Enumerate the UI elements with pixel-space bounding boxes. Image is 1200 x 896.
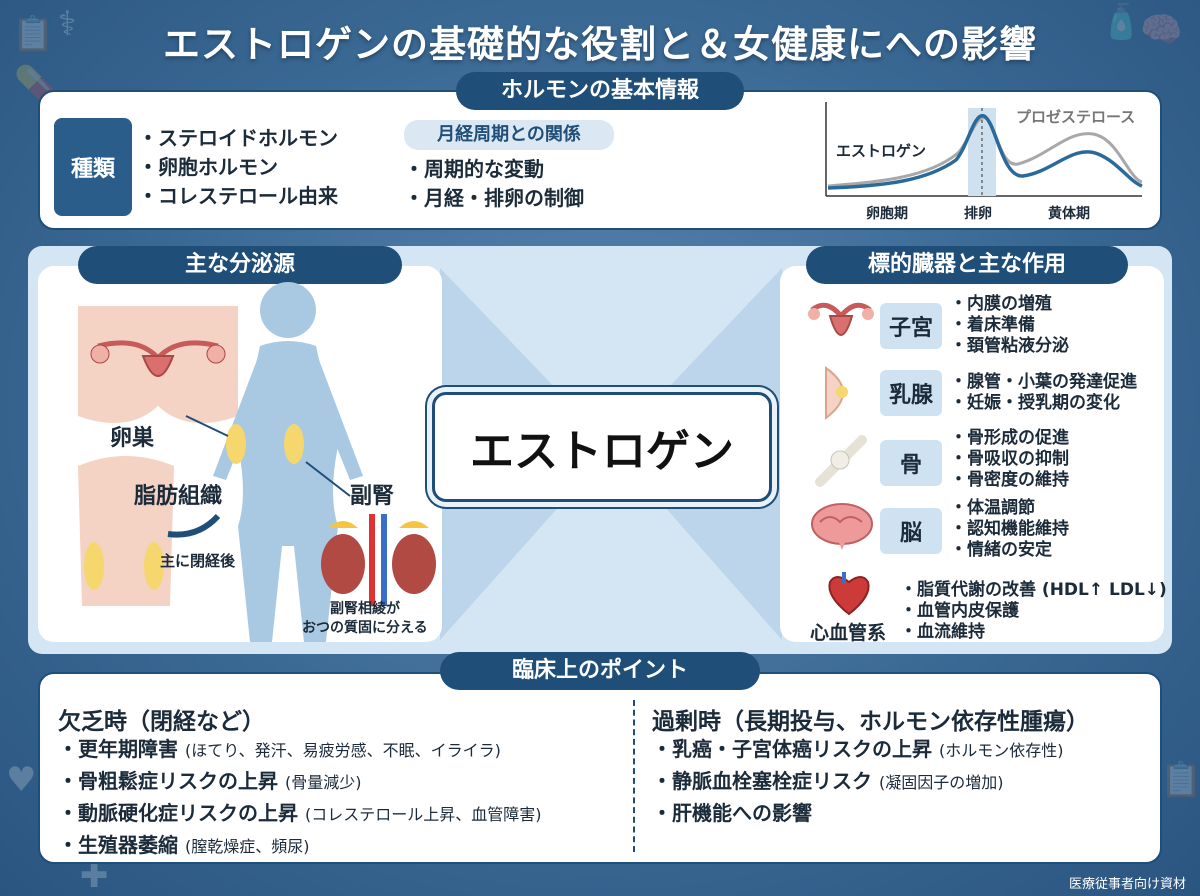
organ-label-uterus: 子宮 bbox=[880, 303, 942, 349]
excess-item: 肝機能への影響 bbox=[652, 798, 1063, 830]
effect-item: 血流維持 bbox=[900, 622, 1167, 643]
phase-label: 黄体期 bbox=[1048, 205, 1090, 222]
stethoscope-icon: ⚕ bbox=[58, 4, 77, 44]
uterus-shape bbox=[141, 355, 175, 377]
brain-effects: 体温調節 認知機能維持 情緒の安定 bbox=[950, 498, 1069, 561]
effect-item: 内膜の増殖 bbox=[950, 294, 1069, 315]
adrenal-highlight bbox=[284, 424, 304, 464]
excess-item: 乳癌・子宮体癌リスクの上昇 (ホルモン依存性) bbox=[652, 734, 1063, 766]
ovary-arrow bbox=[185, 415, 229, 437]
fat-highlight bbox=[144, 542, 164, 590]
deficiency-list: 更年期障害 (ほてり、発汗、易疲労感、不眠、イライラ) 骨粗鬆症リスクの上昇 (… bbox=[58, 734, 541, 862]
type-list: ステロイドホルモン 卵胞ホルモン コレステロール由来 bbox=[138, 124, 338, 211]
clinical-divider bbox=[633, 700, 635, 852]
effect-item: 血管内皮保護 bbox=[900, 601, 1167, 622]
sources-header: 主な分泌源 bbox=[78, 246, 402, 284]
organ-label-brain: 脳 bbox=[880, 508, 942, 554]
adrenal-label: 副腎 bbox=[350, 484, 395, 509]
excess-list: 乳癌・子宮体癌リスクの上昇 (ホルモン依存性) 静脈血栓塞栓症リスク (凝固因子… bbox=[652, 734, 1063, 830]
cycle-item: 周期的な変動 bbox=[404, 155, 584, 184]
fat-arrow bbox=[167, 513, 221, 538]
effect-item: 骨密度の維持 bbox=[950, 470, 1069, 491]
type-item: ステロイドホルモン bbox=[138, 124, 338, 153]
cardio-effects: 脂質代謝の改善 (HDL↑ LDL↓) 血管内皮保護 血流維持 bbox=[900, 580, 1167, 643]
adrenal-gland-right bbox=[399, 521, 429, 528]
type-item: 卵胞ホルモン bbox=[138, 153, 338, 182]
breast-icon bbox=[825, 366, 848, 421]
clinical-header: 臨床上のポイント bbox=[440, 652, 760, 690]
phase-label: 卵胞期 bbox=[866, 205, 908, 222]
clipboard-deco-icon: 📋 bbox=[1160, 760, 1200, 800]
heart-icon bbox=[828, 572, 870, 616]
brain-icon bbox=[811, 503, 873, 550]
deficiency-title: 欠乏時（閉経など） bbox=[58, 709, 265, 735]
uterus-icon bbox=[808, 302, 874, 336]
estrogen-label: エストロゲン bbox=[836, 142, 926, 160]
effect-item: 骨吸収の抑制 bbox=[950, 449, 1069, 470]
kidney-left bbox=[321, 534, 365, 594]
silhouette-head bbox=[260, 282, 316, 338]
targets-header: 標的臓器と主な作用 bbox=[806, 246, 1128, 284]
organ-label-cardio: 心血管系 bbox=[810, 622, 887, 644]
excess-title: 過剰時（長期投与、ホルモン依存性腫瘍） bbox=[652, 709, 1089, 735]
effect-item: 体温調節 bbox=[950, 498, 1069, 519]
fat-note: 主に閉経後 bbox=[160, 552, 236, 570]
fat-highlight bbox=[84, 542, 104, 590]
effect-item: 脂質代謝の改善 (HDL↑ LDL↓) bbox=[900, 580, 1167, 601]
clipboard-icon: 📋 bbox=[12, 14, 55, 54]
sources-illustration bbox=[78, 282, 436, 642]
silhouette-arm-right bbox=[312, 352, 363, 480]
effect-item: 情緒の安定 bbox=[950, 540, 1069, 561]
effect-item: 着床準備 bbox=[950, 315, 1069, 336]
organ-label-bone: 骨 bbox=[880, 440, 942, 486]
effect-item: 腺管・小葉の発達促進 bbox=[950, 372, 1137, 393]
breast-effects: 腺管・小葉の発達促進 妊娠・授乳期の変化 bbox=[950, 372, 1137, 414]
bottle-icon: 🧴 bbox=[1100, 2, 1143, 42]
adrenal-note-1: 副腎相綾が bbox=[330, 601, 400, 617]
bone-effects: 骨形成の促進 骨吸収の抑制 骨密度の維持 bbox=[950, 428, 1069, 491]
type-item: コレステロール由来 bbox=[138, 182, 338, 211]
adrenal-arrow bbox=[305, 461, 351, 497]
ovary-left bbox=[90, 344, 110, 364]
progesterone-label: プロゼステロース bbox=[1016, 108, 1135, 126]
phase-label: 排卵 bbox=[964, 205, 992, 222]
page-title: エストロゲンの基礎的な役割と＆女健康にへの影響 bbox=[163, 23, 1037, 66]
kidney-right bbox=[392, 534, 436, 594]
basic-info-header: ホルモンの基本情報 bbox=[456, 72, 744, 110]
bone-icon bbox=[815, 435, 867, 487]
deficiency-item: 更年期障害 (ほてり、発汗、易疲労感、不眠、イライラ) bbox=[58, 734, 541, 766]
adrenal-note-2: おつの質固に分える bbox=[302, 620, 428, 636]
center-estrogen-box: エストロゲン bbox=[432, 392, 772, 502]
hormone-cycle-graph: エストロゲン プロゼステロース 卵胞期 排卵 黄体期 bbox=[825, 102, 1143, 222]
silhouette-arm-left bbox=[213, 352, 264, 480]
footer-note: 医療従事者向け資材 bbox=[1068, 877, 1186, 892]
ovary-right bbox=[206, 344, 226, 364]
effect-item: 骨形成の促進 bbox=[950, 428, 1069, 449]
cycle-list: 周期的な変動 月経・排卵の制御 bbox=[404, 155, 584, 213]
ovary-highlight bbox=[226, 424, 246, 464]
fat-label: 脂肪組織 bbox=[134, 484, 223, 509]
deficiency-item: 骨粗鬆症リスクの上昇 (骨量減少) bbox=[58, 766, 541, 798]
heartbeat-icon: ♥ bbox=[6, 760, 37, 800]
effect-item: 頚管粘液分泌 bbox=[950, 336, 1069, 357]
excess-item: 静脈血栓塞栓症リスク (凝固因子の増加) bbox=[652, 766, 1063, 798]
effect-item: 妊娠・授乳期の変化 bbox=[950, 393, 1137, 414]
estrogen-curve bbox=[827, 114, 1143, 190]
silhouette-body bbox=[238, 341, 338, 642]
uterus-effects: 内膜の増殖 着床準備 頚管粘液分泌 bbox=[950, 294, 1069, 357]
effect-item: 認知機能維持 bbox=[950, 519, 1069, 540]
adrenal-gland-left bbox=[328, 521, 358, 528]
cycle-item: 月経・排卵の制御 bbox=[404, 184, 584, 213]
organ-label-breast: 乳腺 bbox=[880, 370, 942, 416]
cycle-label: 月経周期との関係 bbox=[404, 120, 614, 150]
deficiency-item: 動脈硬化症リスクの上昇 (コレステロール上昇、血管障害) bbox=[58, 798, 541, 830]
type-label: 種類 bbox=[54, 118, 132, 216]
deficiency-item: 生殖器萎縮 (膣乾燥症、頻尿) bbox=[58, 830, 541, 862]
brain-deco-icon: 🧠 bbox=[1140, 10, 1183, 50]
ovary-label: 卵巣 bbox=[110, 426, 155, 451]
